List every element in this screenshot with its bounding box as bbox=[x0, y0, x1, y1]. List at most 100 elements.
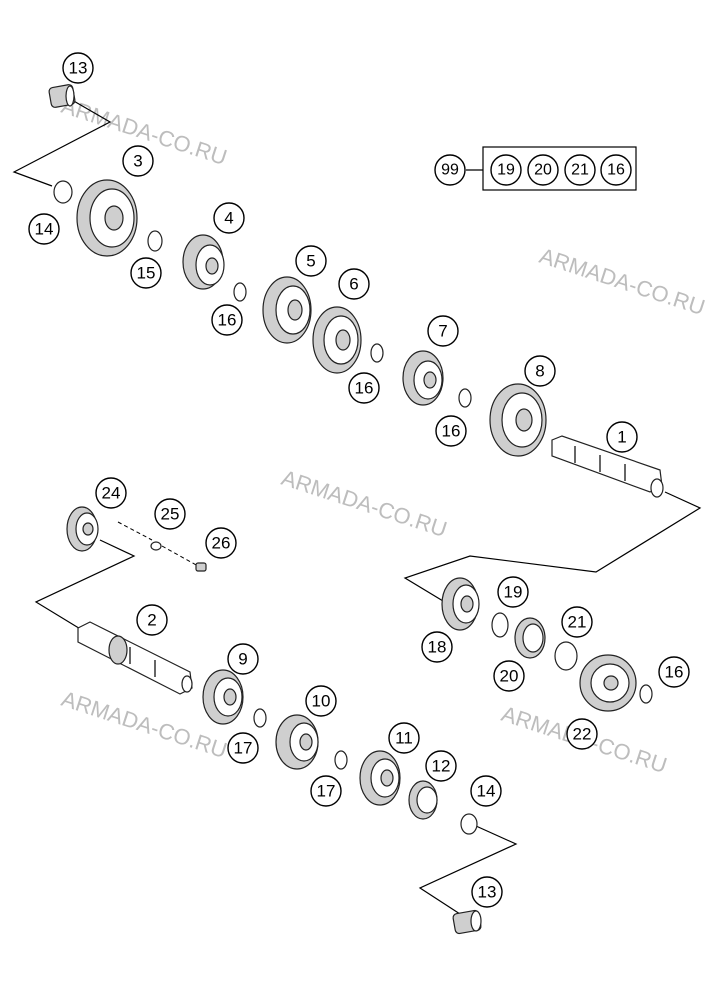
svg-text:15: 15 bbox=[137, 264, 156, 283]
leader-line bbox=[34, 539, 136, 631]
svg-text:11: 11 bbox=[395, 729, 413, 748]
gear-4 bbox=[182, 234, 225, 290]
sprocket-22 bbox=[579, 654, 637, 712]
right-side-parts bbox=[441, 577, 653, 712]
svg-text:10: 10 bbox=[312, 692, 331, 711]
svg-text:14: 14 bbox=[35, 220, 54, 239]
leader-line bbox=[403, 491, 702, 605]
part-callout[interactable]: 18 bbox=[421, 631, 453, 663]
leader-line bbox=[418, 825, 518, 915]
kit-box bbox=[482, 146, 637, 191]
svg-text:17: 17 bbox=[234, 739, 253, 758]
svg-text:9: 9 bbox=[238, 650, 247, 669]
part-callout[interactable]: 1 bbox=[606, 421, 638, 453]
part-callout[interactable]: 19 bbox=[497, 576, 529, 608]
part-callout[interactable]: 22 bbox=[566, 718, 598, 750]
shim-19 bbox=[491, 612, 509, 638]
part-callout[interactable]: 10 bbox=[305, 685, 337, 717]
svg-text:8: 8 bbox=[535, 362, 544, 381]
part-callout[interactable]: 2 bbox=[136, 604, 168, 636]
part-callout[interactable]: 11 bbox=[388, 722, 420, 754]
lower-shaft-parts bbox=[66, 506, 482, 935]
svg-text:19: 19 bbox=[497, 162, 515, 179]
bearing-18 bbox=[441, 577, 480, 631]
svg-text:14: 14 bbox=[477, 782, 496, 801]
svg-text:16: 16 bbox=[442, 422, 461, 441]
kit-item-callout[interactable]: 19 bbox=[490, 154, 522, 186]
kit-item-callout[interactable]: 20 bbox=[527, 154, 559, 186]
svg-text:18: 18 bbox=[428, 638, 447, 657]
svg-text:3: 3 bbox=[133, 152, 142, 171]
part-callout[interactable]: 14 bbox=[28, 213, 60, 245]
part-callout[interactable]: 21 bbox=[561, 606, 593, 638]
watermark: ARMADA-CO.RU bbox=[278, 465, 450, 542]
washer-14-top bbox=[53, 180, 73, 204]
svg-text:19: 19 bbox=[504, 583, 523, 602]
needle-bearing-top bbox=[48, 84, 76, 108]
circlip-17-b bbox=[334, 750, 348, 770]
part-callout[interactable]: 17 bbox=[310, 775, 342, 807]
leader-line bbox=[117, 521, 153, 541]
bushing-15 bbox=[147, 230, 163, 252]
svg-text:21: 21 bbox=[568, 613, 587, 632]
gear-12 bbox=[408, 780, 438, 820]
kit-callout-99[interactable]: 99 bbox=[434, 154, 466, 186]
part-callout[interactable]: 7 bbox=[427, 315, 459, 347]
gear-9 bbox=[202, 669, 244, 725]
part-callout[interactable]: 16 bbox=[435, 415, 467, 447]
part-callout[interactable]: 9 bbox=[227, 643, 259, 675]
svg-text:22: 22 bbox=[573, 725, 592, 744]
washer-25 bbox=[150, 541, 162, 551]
part-callout[interactable]: 14 bbox=[470, 775, 502, 807]
svg-text:20: 20 bbox=[500, 667, 519, 686]
gear-5 bbox=[262, 276, 312, 344]
part-callout[interactable]: 26 bbox=[205, 527, 237, 559]
circlip-17-a bbox=[253, 708, 267, 728]
leader-lines bbox=[12, 99, 702, 915]
svg-text:26: 26 bbox=[212, 534, 231, 553]
svg-text:17: 17 bbox=[317, 782, 336, 801]
part-callout[interactable]: 8 bbox=[524, 355, 556, 387]
gear-10 bbox=[275, 714, 319, 770]
part-callout[interactable]: 24 bbox=[95, 477, 127, 509]
svg-text:13: 13 bbox=[69, 59, 88, 78]
part-callout[interactable]: 13 bbox=[62, 52, 94, 84]
svg-text:16: 16 bbox=[355, 379, 374, 398]
svg-text:7: 7 bbox=[438, 322, 447, 341]
part-callout[interactable]: 16 bbox=[211, 304, 243, 336]
circlip-16-a bbox=[233, 282, 247, 302]
part-callout[interactable]: 12 bbox=[425, 750, 457, 782]
part-callout[interactable]: 3 bbox=[122, 145, 154, 177]
part-callout[interactable]: 6 bbox=[338, 268, 370, 300]
gear-8 bbox=[489, 383, 547, 457]
part-callout[interactable]: 15 bbox=[130, 257, 162, 289]
svg-text:20: 20 bbox=[534, 162, 552, 179]
washer-14-bottom bbox=[460, 813, 478, 835]
part-callout[interactable]: 5 bbox=[295, 245, 327, 277]
kit-item-callout[interactable]: 16 bbox=[600, 154, 632, 186]
svg-text:12: 12 bbox=[432, 757, 451, 776]
part-callout[interactable]: 4 bbox=[213, 202, 245, 234]
part-callout[interactable]: 20 bbox=[493, 660, 525, 692]
part-callout[interactable]: 13 bbox=[471, 876, 503, 908]
kit-item-callout[interactable]: 21 bbox=[564, 154, 596, 186]
seal-20 bbox=[514, 617, 546, 659]
svg-text:2: 2 bbox=[147, 611, 156, 630]
svg-text:1: 1 bbox=[617, 428, 626, 447]
part-callout[interactable]: 25 bbox=[154, 498, 186, 530]
svg-text:16: 16 bbox=[218, 311, 237, 330]
part-callout[interactable]: 16 bbox=[348, 372, 380, 404]
leader-line bbox=[12, 99, 112, 187]
bearing-24 bbox=[66, 506, 99, 552]
counter-shaft-2 bbox=[77, 621, 193, 695]
needle-bearing-bottom bbox=[452, 909, 482, 935]
part-callout[interactable]: 17 bbox=[227, 732, 259, 764]
gear-11 bbox=[359, 750, 401, 806]
svg-text:6: 6 bbox=[349, 275, 358, 294]
watermark: ARMADA-CO.RU bbox=[536, 243, 708, 320]
bolt-26 bbox=[195, 562, 207, 572]
svg-text:21: 21 bbox=[571, 162, 589, 179]
part-callout[interactable]: 16 bbox=[658, 656, 690, 688]
spacer-21 bbox=[554, 641, 578, 671]
